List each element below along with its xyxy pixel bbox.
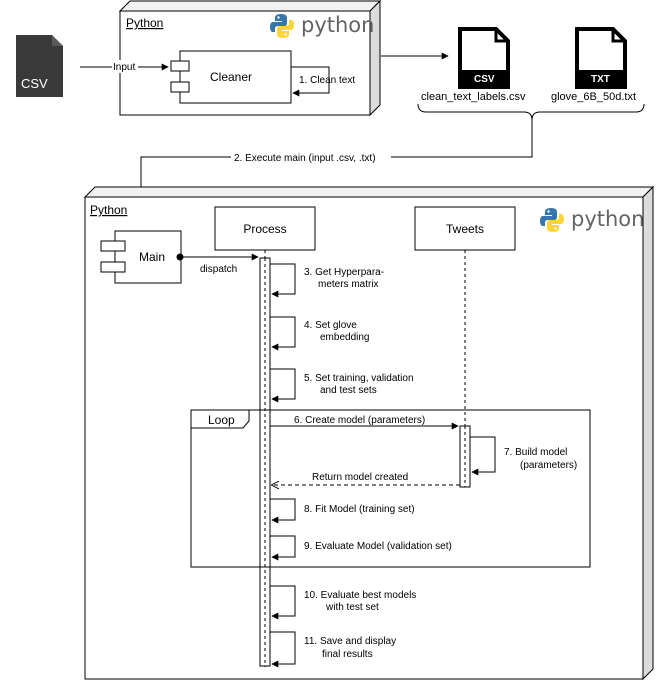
svg-text:final results: final results	[322, 649, 373, 660]
step-5: 5. Set training, validation and test set…	[270, 368, 414, 403]
svg-text:7. Build model: 7. Build model	[504, 447, 567, 458]
step-9: 9. Evaluate Model (validation set)	[270, 535, 452, 561]
process-lifeline-label: Process	[243, 222, 286, 236]
csv-output-filename: clean_text_labels.csv	[421, 91, 526, 103]
svg-text:4. Set glove: 4. Set glove	[304, 320, 357, 331]
main-component: Main	[100, 230, 182, 284]
loop-frame: Loop	[190, 409, 591, 568]
create-model-label: 6. Create model (parameters)	[294, 415, 425, 426]
svg-text:5. Set training, validation: 5. Set training, validation	[304, 373, 414, 384]
csv-output-file-icon: CSV	[458, 27, 510, 89]
svg-text:(parameters): (parameters)	[520, 460, 577, 471]
step-4: 4. Set glove embedding	[270, 316, 369, 351]
svg-text:3. Get Hyperpara-: 3. Get Hyperpara-	[304, 267, 384, 278]
main-python-wordmark: python	[571, 207, 644, 231]
loop-label: Loop	[208, 413, 235, 427]
clean-text-self-arrow	[291, 66, 330, 97]
tweets-lifeline-label: Tweets	[446, 222, 484, 236]
txt-output-filename: glove_6B_50d.txt	[551, 91, 636, 103]
svg-text:11. Save and display: 11. Save and display	[304, 636, 396, 647]
execute-main-label: 2. Execute main (input .csv, .txt)	[234, 153, 376, 164]
dispatch-label: dispatch	[200, 264, 237, 275]
python-logo-icon	[540, 208, 564, 232]
svg-text:10. Evaluate best models: 10. Evaluate best models	[304, 590, 416, 601]
cleaner-component: Cleaner	[170, 50, 292, 104]
step-10: 10. Evaluate best models with test set	[270, 585, 416, 620]
svg-text:meters matrix: meters matrix	[318, 279, 379, 290]
python-logo-icon	[270, 14, 294, 38]
csv-input-file-icon: CSV	[16, 35, 63, 97]
step-7: 7. Build model (parameters)	[470, 436, 577, 476]
main-label: Main	[139, 250, 165, 264]
svg-text:and test sets: and test sets	[320, 385, 377, 396]
csv-output-badge: CSV	[474, 74, 495, 85]
csv-input-badge: CSV	[21, 76, 48, 91]
svg-text:embedding: embedding	[320, 332, 369, 343]
step-11: 11. Save and display final results	[270, 631, 396, 668]
tweets-lifeline-header	[414, 206, 516, 251]
svg-text:8. Fit Model (training set): 8. Fit Model (training set)	[304, 504, 415, 515]
input-label: Input	[113, 62, 135, 73]
process-lifeline-header	[214, 206, 316, 251]
svg-text:with test set: with test set	[325, 602, 379, 613]
cleaner-label: Cleaner	[210, 70, 252, 84]
clean-text-label: 1. Clean text	[299, 75, 355, 86]
step-3: 3. Get Hyperpara- meters matrix	[270, 263, 384, 298]
step-8: 8. Fit Model (training set)	[270, 498, 415, 524]
txt-output-badge: TXT	[591, 74, 610, 85]
svg-text:9. Evaluate Model (validation: 9. Evaluate Model (validation set)	[304, 541, 452, 552]
top-package-title: Python	[126, 16, 163, 30]
top-python-node: Python python	[118, 0, 382, 117]
files-brace	[417, 103, 645, 121]
return-model-label: Return model created	[312, 472, 408, 483]
txt-output-file-icon: TXT	[575, 27, 627, 89]
top-python-wordmark: python	[301, 13, 374, 37]
main-package-title: Python	[90, 203, 127, 217]
